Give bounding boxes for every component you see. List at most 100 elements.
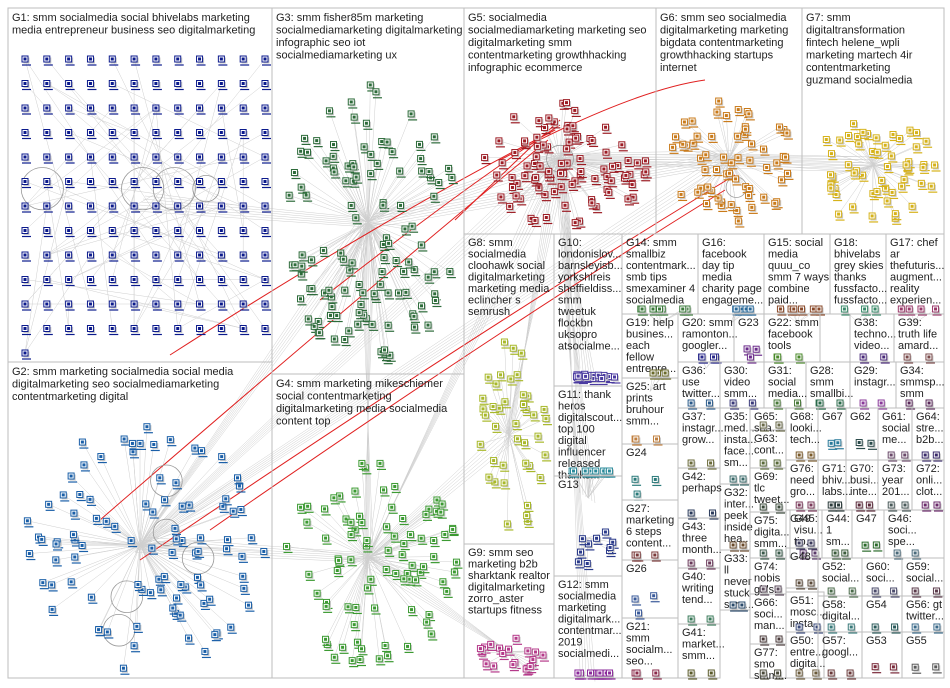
- graph-edge: [355, 557, 369, 608]
- group-label-line: eclincher s: [468, 295, 521, 307]
- group-label-line: G55: [906, 635, 927, 647]
- group-label-line: marketing: [626, 515, 674, 527]
- group-label-line: G17: chef: [890, 237, 939, 249]
- graph-edge: [327, 557, 369, 645]
- group-label-line: londonislov...: [558, 249, 621, 261]
- node-avatar: [566, 123, 570, 127]
- group-label-line: G65:: [754, 411, 778, 423]
- group-label-line: me...: [882, 434, 906, 446]
- group-g37: G37:instagr...grow...: [677, 407, 724, 470]
- node-avatar: [498, 646, 502, 650]
- group-label-line: G23: [738, 317, 759, 329]
- node-avatar: [775, 401, 779, 405]
- node-avatar: [695, 134, 699, 138]
- node-avatar: [409, 112, 413, 116]
- node-avatar: [559, 161, 563, 165]
- group-label-line: fintech helene_wpli: [806, 37, 900, 49]
- node-avatar: [263, 180, 267, 183]
- node-avatar: [588, 469, 592, 473]
- group-label-line: gro...: [790, 486, 815, 498]
- group-label-line: G50:: [790, 635, 814, 647]
- node-avatar: [343, 338, 347, 342]
- node-avatar: [801, 551, 805, 555]
- group-label-line: G24: [626, 447, 647, 459]
- self-loop-circle: [20, 167, 64, 211]
- node-avatar: [487, 475, 491, 479]
- node-avatar: [45, 302, 49, 306]
- node-avatar: [381, 242, 385, 246]
- group-label-line: fellow: [626, 352, 654, 364]
- group-label-line: G5: socialmedia: [468, 12, 548, 24]
- node-avatar: [375, 161, 379, 165]
- node-avatar: [219, 82, 223, 85]
- node-avatar: [88, 131, 92, 134]
- group-label-line: G6: smm seo socialmedia: [660, 12, 787, 24]
- node-avatar: [914, 145, 918, 149]
- node-avatar: [122, 437, 126, 441]
- group-panel-border: [677, 517, 721, 569]
- node-avatar: [717, 99, 721, 103]
- node-avatar: [605, 175, 609, 179]
- node-avatar: [747, 112, 751, 116]
- node-avatar: [241, 253, 245, 257]
- node-avatar: [328, 313, 332, 317]
- graph-edge: [42, 545, 141, 583]
- group-label-line: busi...: [850, 475, 879, 487]
- node-avatar: [741, 543, 745, 547]
- graph-edge: [367, 144, 420, 223]
- graph-edge: [56, 543, 141, 546]
- group-label-line: G9: smm seo: [468, 547, 533, 559]
- group-g67: G67: [817, 407, 847, 461]
- group-label-line: sm...: [826, 536, 850, 548]
- node-avatar: [163, 498, 167, 502]
- node-avatar: [583, 469, 587, 473]
- group-label-line: socialm...: [626, 644, 672, 656]
- node-avatar: [762, 195, 766, 199]
- node-avatar: [722, 155, 726, 159]
- group-label-line: spe...: [888, 536, 915, 548]
- group-label-line: busines...: [626, 329, 673, 341]
- node-avatar: [23, 131, 27, 134]
- node-avatar: [45, 229, 49, 232]
- group-label-line: G4: smm marketing mikeschiemer: [276, 378, 443, 390]
- group-label-line: ll: [724, 565, 729, 577]
- group-label-line: G29:: [854, 365, 878, 377]
- node-avatar: [709, 671, 713, 675]
- graph-edge: [300, 151, 369, 223]
- node-avatar: [309, 258, 313, 262]
- graph-edge: [367, 222, 415, 317]
- node-avatar: [351, 179, 355, 183]
- group-panel-border: [785, 459, 819, 511]
- node-avatar: [88, 57, 92, 61]
- node-avatar: [61, 493, 65, 497]
- node-avatar: [604, 150, 608, 154]
- node-avatar: [154, 253, 158, 257]
- self-loop-circle: [110, 580, 144, 613]
- group-label-line: digitalmarketing media socialmedia: [276, 403, 448, 415]
- node-avatar: [846, 133, 850, 137]
- node-avatar: [492, 664, 496, 668]
- group-label: G63:cont...: [754, 433, 784, 457]
- group-label-line: sm...: [724, 457, 748, 469]
- graph-edge: [872, 164, 922, 184]
- node-avatar: [154, 106, 158, 110]
- group-label-line: charity page: [702, 283, 762, 295]
- node-avatar: [323, 507, 327, 511]
- node-avatar: [691, 141, 695, 145]
- graph-edge: [548, 117, 561, 159]
- node-avatar: [843, 551, 847, 555]
- group-label-line: smm: [810, 377, 834, 389]
- node-avatar: [907, 401, 911, 405]
- graph-edge: [503, 163, 568, 443]
- node-avatar: [875, 150, 879, 154]
- group-label-line: contentmark...: [626, 260, 696, 272]
- node-avatar: [654, 437, 658, 441]
- graph-edge: [27, 520, 141, 546]
- node-avatar: [815, 625, 819, 629]
- group-label-line: G62: [850, 411, 871, 423]
